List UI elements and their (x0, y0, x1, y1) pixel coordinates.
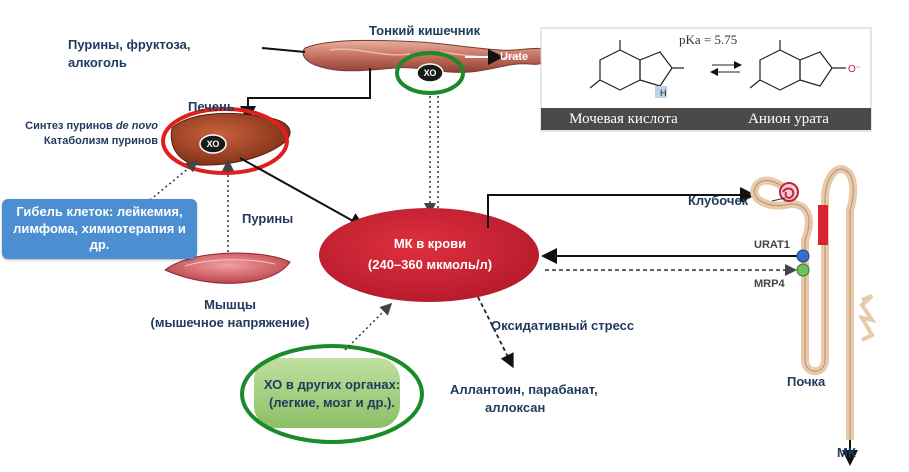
blood-ua-range: (240–360 мкмоль/л) (367, 257, 493, 272)
glomerulus-pointer (771, 197, 786, 202)
de-novo-label: Синтез пуринов de novo (18, 120, 158, 134)
products-line1: Аллантоин, парабанат, (450, 382, 598, 397)
svg-text:H: H (660, 88, 667, 98)
urate-anion-caption: Анион урата (748, 110, 829, 127)
xo-label-liver: ХО (207, 139, 220, 149)
arrow-liver-to-blood (239, 157, 366, 228)
mrp4-label: MRP4 (754, 278, 785, 290)
uric-acid-structure (589, 40, 684, 91)
dotted-arrow-cells-to-liver (149, 160, 199, 201)
xo-badge-intestine (416, 63, 444, 83)
red-highlight-liver (161, 107, 289, 175)
de-novo-prefix: Синтез пуринов (25, 120, 116, 132)
xo-badge-liver (199, 134, 227, 154)
muscle-tension-label: (мышечное напряжение) (150, 315, 310, 330)
blood-ua-title: МК в крови (393, 236, 467, 251)
urat1-transporter (796, 249, 810, 263)
muscles-label: Мышцы (204, 297, 256, 312)
nephron-illustration (750, 165, 877, 466)
products-line2: аллоксан (485, 400, 546, 415)
blood-uric-acid-ellipse (319, 208, 539, 302)
catabolism-label: Катаболизм пуринов (43, 135, 158, 147)
small-intestine-label: Тонкий кишечник (369, 23, 481, 38)
arrow-oxidation (477, 296, 514, 369)
muscle-illustration (164, 252, 291, 284)
xo-label-intestine: ХО (424, 68, 437, 78)
mrp4-transporter (796, 263, 810, 277)
cell-death-box: Гибель клеток: лейкемия, лимфома, химиот… (2, 199, 197, 259)
liver-label: Печень (188, 99, 235, 114)
alcohol-label: алкоголь (68, 55, 127, 70)
arrow-blood-to-glomerulus (487, 187, 756, 228)
glomerulus-label: Клубочек (688, 193, 749, 208)
oxidative-stress-label: Оксидативный стресс (491, 318, 635, 333)
cell-death-text: Гибель клеток: лейкемия, лимфома, химиот… (13, 203, 186, 253)
svg-text:O⁻: O⁻ (848, 64, 861, 75)
purines-label: Пурины (242, 211, 294, 226)
purines-fructose-label: Пурины, фруктоза, (68, 37, 191, 52)
urate-label: Urate (500, 51, 529, 63)
xo-other-organs-line2: (легкие, мозг и др.). (268, 395, 396, 410)
xo-other-organs-box (254, 358, 400, 428)
intake-line (261, 47, 306, 53)
uric-acid-caption: Мочевая кислота (569, 110, 678, 127)
pka-label: pKa = 5.75 (679, 32, 738, 47)
urate-anion-structure (749, 40, 846, 91)
arrow-intestine-to-liver (240, 68, 371, 122)
de-novo-italic: de novo (115, 120, 158, 132)
green-highlight-intestine (395, 51, 465, 95)
urat1-label: URAT1 (754, 239, 790, 251)
green-highlight-other-organs (240, 344, 424, 444)
xo-other-organs-line1: ХО в других органах: (263, 377, 401, 392)
small-intestine-illustration (302, 39, 550, 73)
chem-caption-bar: Мочевая кислота Анион урата (541, 108, 871, 130)
kidney-label: Почка (787, 374, 826, 389)
dotted-arrow-organs-to-blood (344, 302, 393, 351)
mk-output-label: МК (837, 445, 856, 460)
